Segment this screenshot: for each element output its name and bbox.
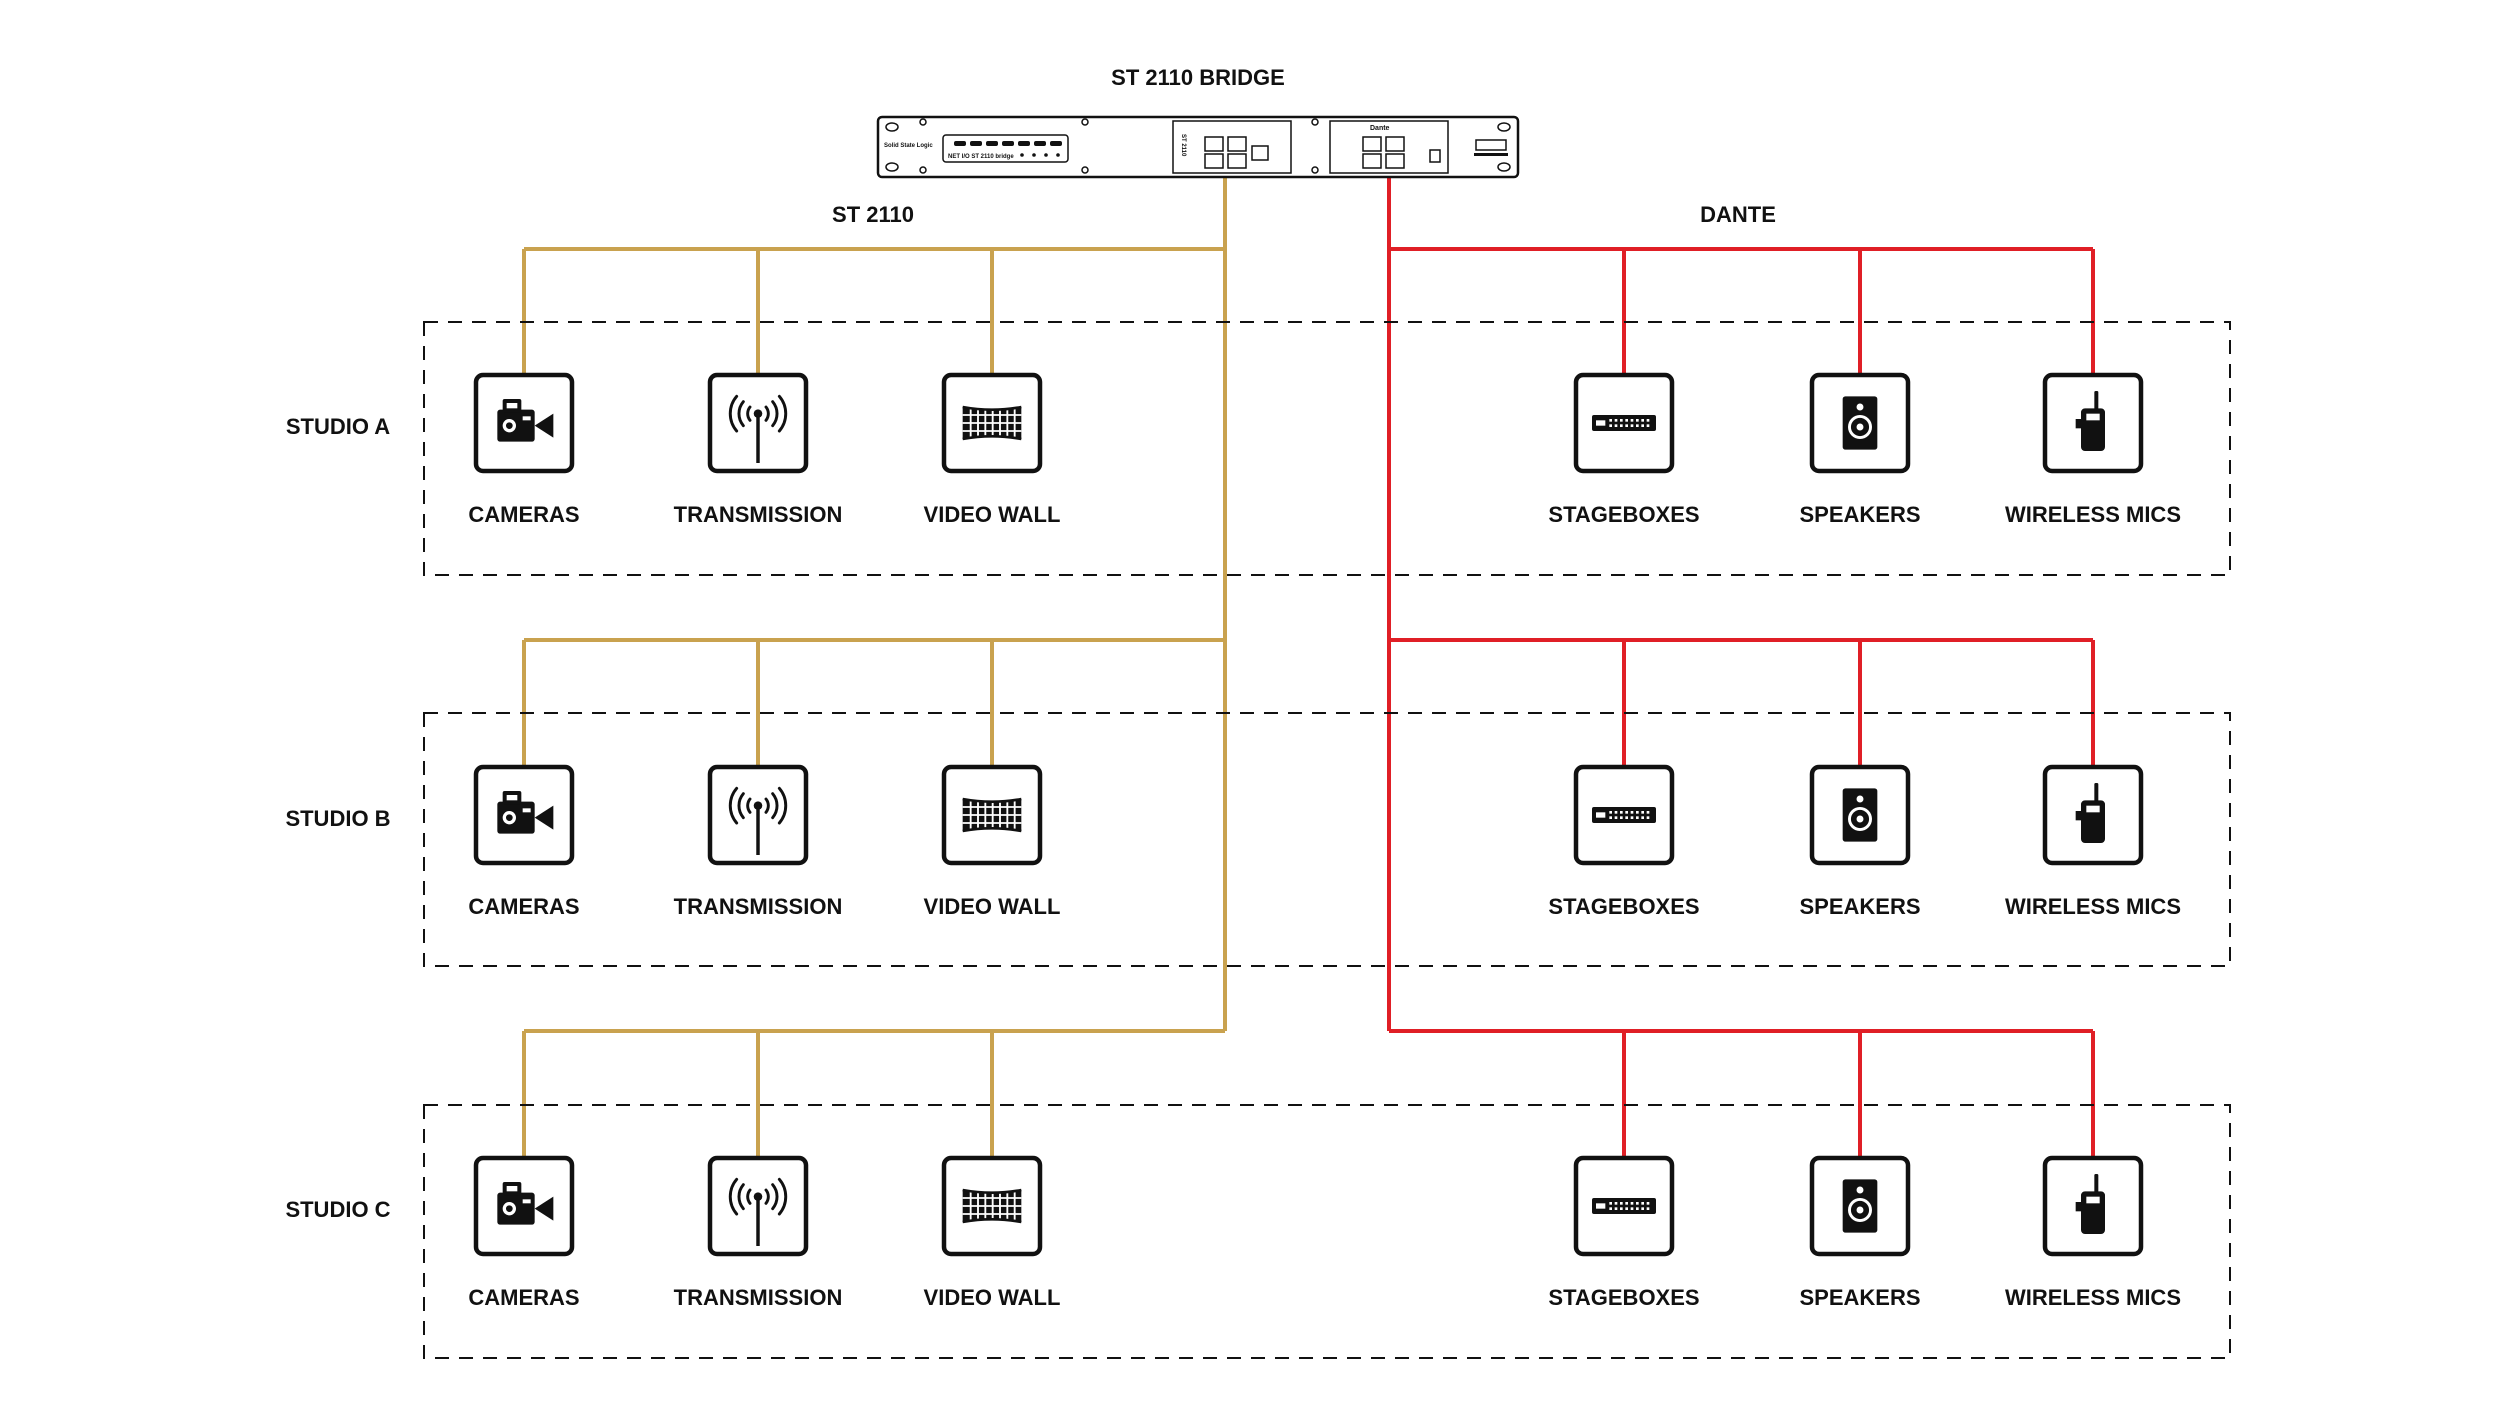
device-label: CAMERAS: [468, 1285, 579, 1310]
studio-label: STUDIO C: [285, 1197, 390, 1222]
st2110-device: TRANSMISSION: [674, 372, 843, 527]
device-label: STAGEBOXES: [1548, 502, 1699, 527]
dante-device: STAGEBOXES: [1548, 1155, 1700, 1310]
dante-device: STAGEBOXES: [1548, 372, 1700, 527]
stagebox-icon: [1592, 415, 1656, 431]
device-model: NET I/O ST 2110 bridge: [948, 154, 1014, 160]
device-label: TRANSMISSION: [674, 894, 843, 919]
device-label: TRANSMISSION: [674, 502, 843, 527]
dante-network-label: DANTE: [1700, 202, 1776, 227]
st2110-device: CAMERAS: [468, 1155, 580, 1310]
st2110-device: TRANSMISSION: [674, 764, 843, 919]
dante-device: SPEAKERS: [1799, 764, 1921, 919]
dante-device: STAGEBOXES: [1548, 764, 1700, 919]
device-dante-port-label: Dante: [1370, 125, 1390, 132]
st2110-device: VIDEO WALL: [924, 1155, 1061, 1310]
device-label: SPEAKERS: [1799, 502, 1920, 527]
dante-device: SPEAKERS: [1799, 1155, 1921, 1310]
bridge-title: ST 2110 BRIDGE: [1111, 65, 1285, 90]
device-label: SPEAKERS: [1799, 1285, 1920, 1310]
st2110-device: TRANSMISSION: [674, 1155, 843, 1310]
studio-boundary: [423, 1104, 2231, 1359]
device-label: STAGEBOXES: [1548, 894, 1699, 919]
dante-device: WIRELESS MICS: [2005, 764, 2181, 919]
device-label: TRANSMISSION: [674, 1285, 843, 1310]
device-label: VIDEO WALL: [924, 894, 1061, 919]
studio-label: STUDIO A: [286, 414, 390, 439]
speaker-icon: [1842, 788, 1878, 842]
studio-boundary: [423, 321, 2231, 576]
device-label: WIRELESS MICS: [2005, 894, 2181, 919]
device-label: VIDEO WALL: [924, 1285, 1061, 1310]
studio-group: STUDIO A CAMERAS TRANSMISSION VIDEO WALL STA…: [286, 321, 2231, 576]
video-wall-icon: [961, 794, 1023, 836]
device-label: SPEAKERS: [1799, 894, 1920, 919]
device-label: VIDEO WALL: [924, 502, 1061, 527]
device-st2110-port-label: ST 2110: [1180, 134, 1186, 157]
device-label: WIRELESS MICS: [2005, 502, 2181, 527]
st2110-device: CAMERAS: [468, 372, 580, 527]
st2110-network-label: ST 2110: [832, 202, 914, 227]
device-label: CAMERAS: [468, 894, 579, 919]
studio-boundary: [423, 712, 2231, 967]
studio-label: STUDIO B: [285, 806, 390, 831]
st2110-device: VIDEO WALL: [924, 764, 1061, 919]
studio-group: STUDIO C CAMERAS TRANSMISSION VIDEO WALL STA…: [285, 1104, 2231, 1359]
connection-lines: [522, 177, 2095, 1158]
dante-device: WIRELESS MICS: [2005, 372, 2181, 527]
video-wall-icon: [961, 1186, 1023, 1226]
stagebox-icon: [1592, 807, 1656, 823]
stagebox-icon: [1592, 1198, 1656, 1214]
device-label: CAMERAS: [468, 502, 579, 527]
device-brand: Solid State Logic: [884, 143, 933, 149]
st2110-device: VIDEO WALL: [924, 372, 1061, 527]
speaker-icon: [1842, 1179, 1878, 1233]
rack-unit-chassis: [876, 115, 1520, 179]
dante-device: WIRELESS MICS: [2005, 1155, 2181, 1310]
st2110-device: CAMERAS: [468, 764, 580, 919]
device-label: WIRELESS MICS: [2005, 1285, 2181, 1310]
speaker-icon: [1842, 396, 1878, 450]
st2110-bridge-device: Solid State Logic NET I/O ST 2110 bridge…: [876, 115, 1520, 179]
dante-device: SPEAKERS: [1799, 372, 1921, 527]
device-label: STAGEBOXES: [1548, 1285, 1699, 1310]
video-wall-icon: [961, 403, 1023, 444]
studio-group: STUDIO B CAMERAS TRANSMISSION VIDEO WALL STA…: [285, 712, 2231, 967]
